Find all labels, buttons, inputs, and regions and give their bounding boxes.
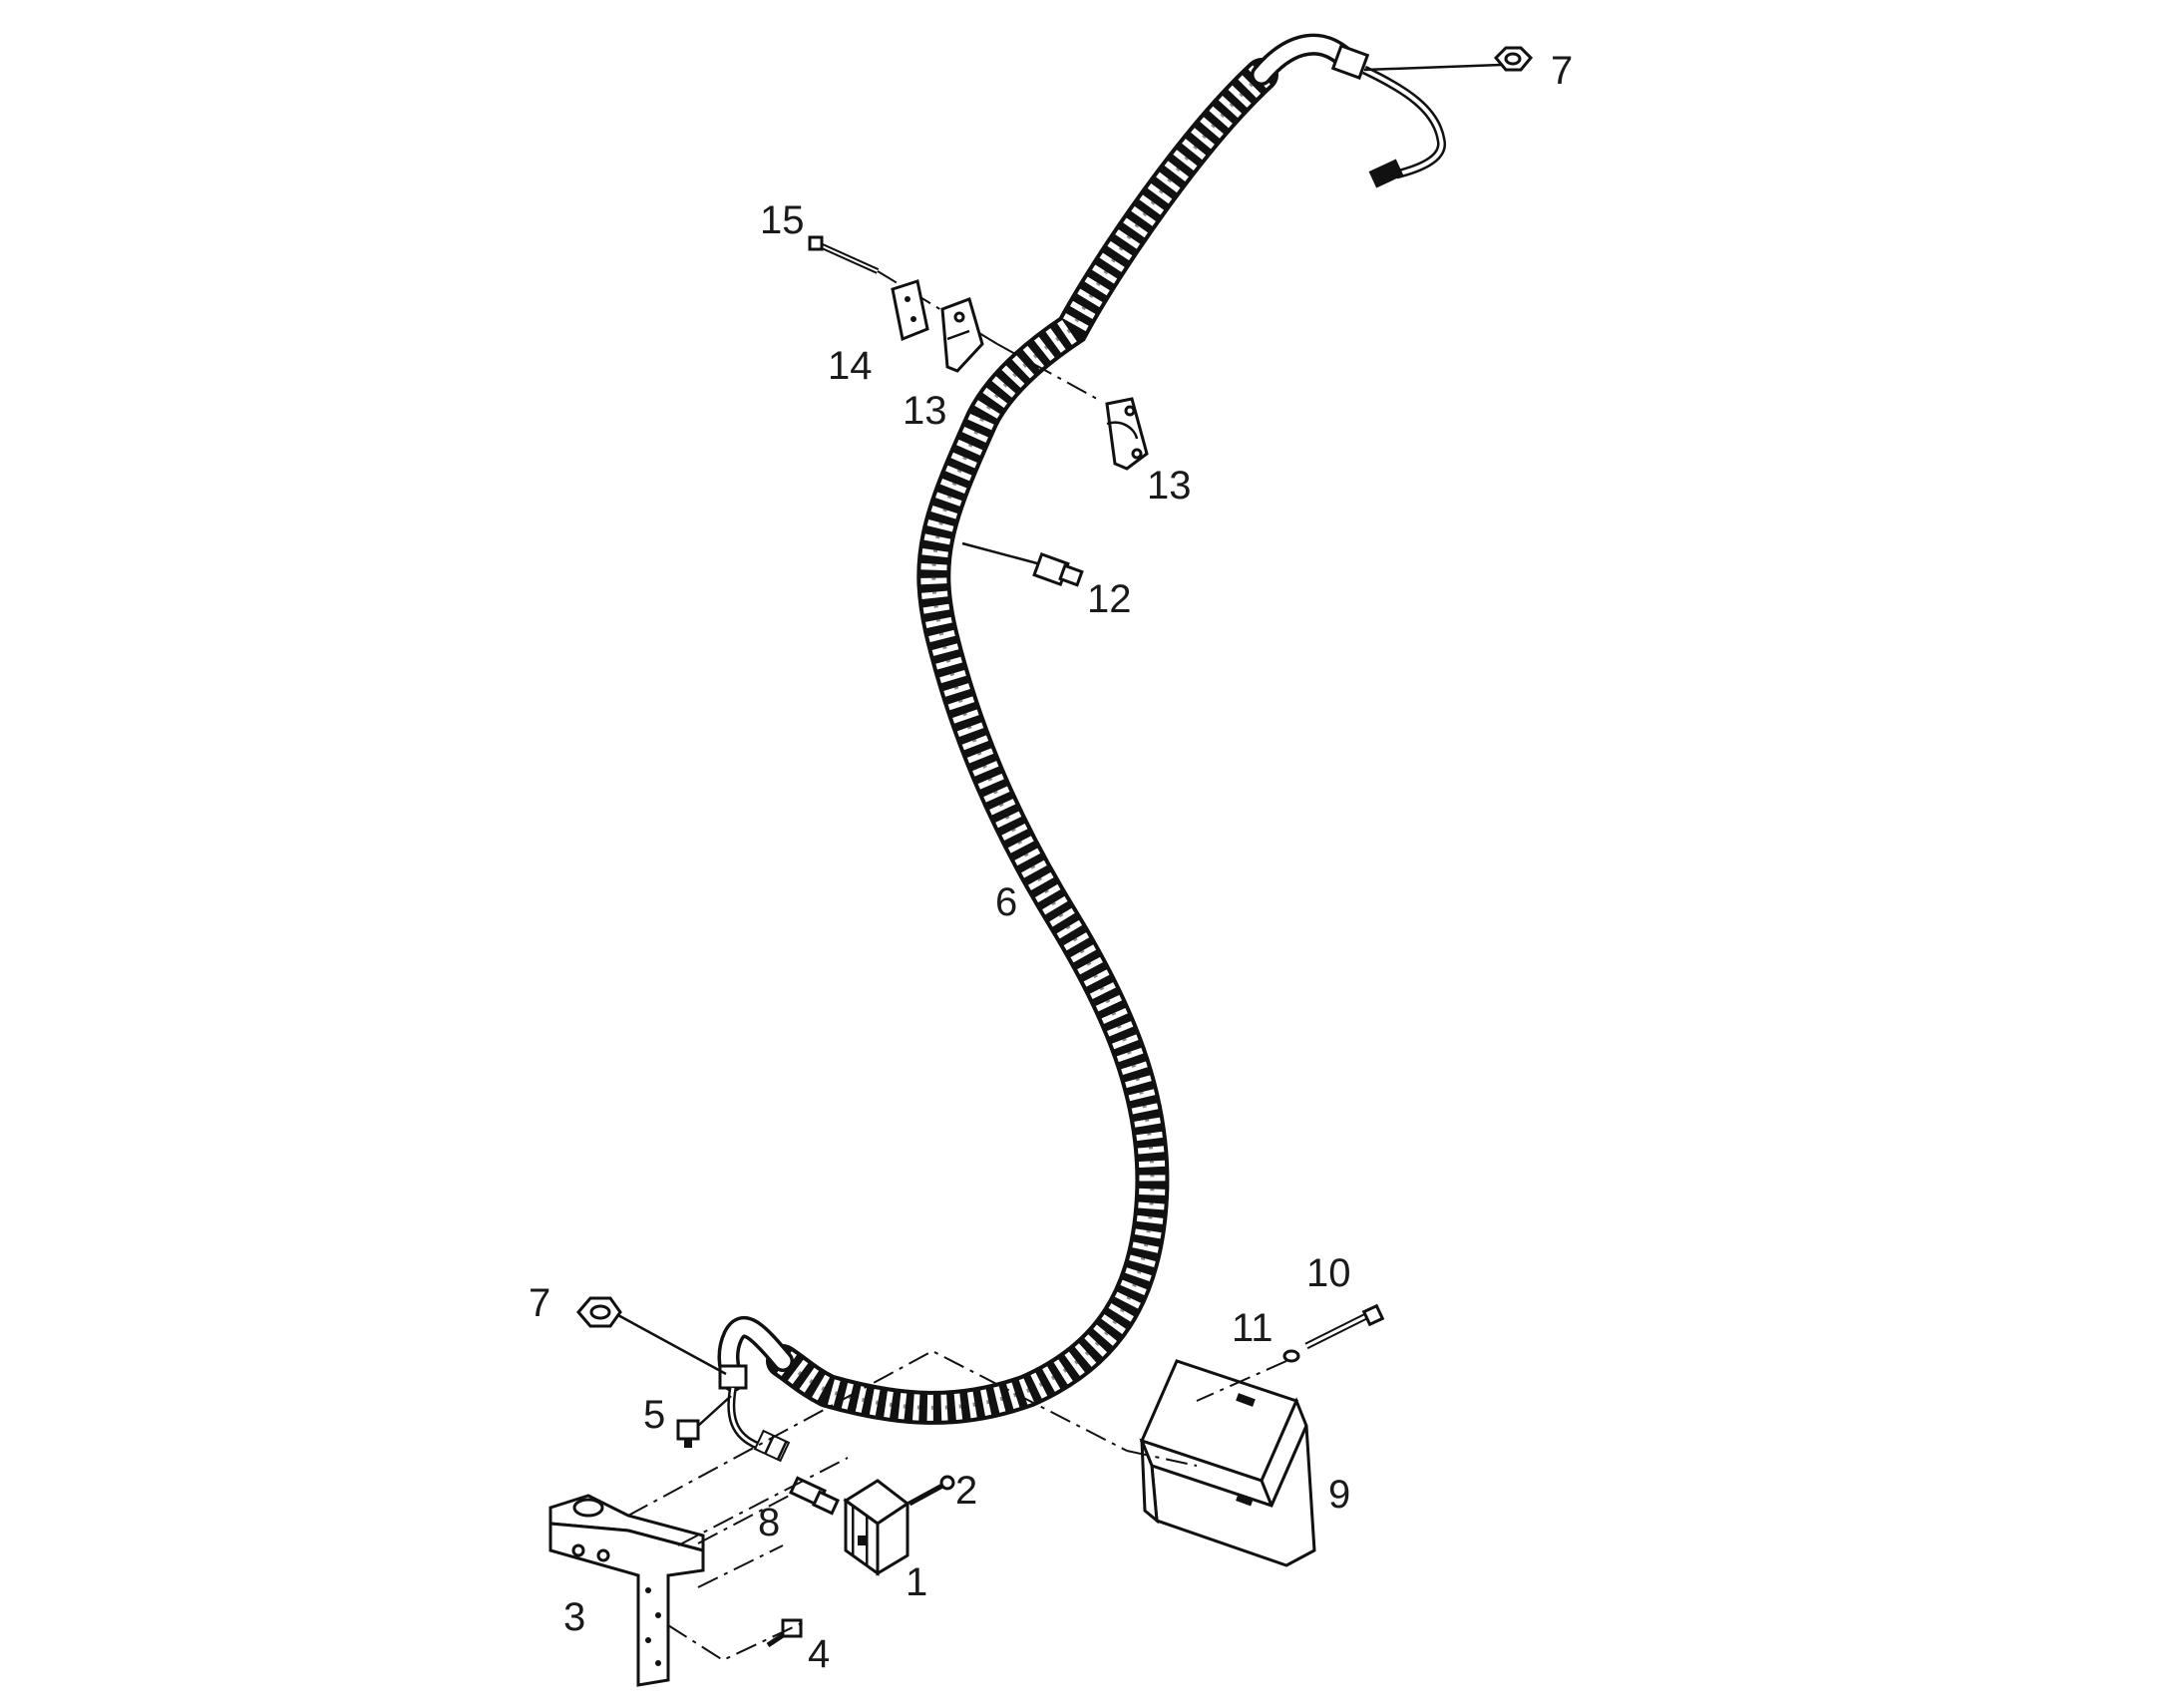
screw-5 [676,1395,732,1448]
top-hose-fitting [1251,33,1446,188]
fitting-12 [961,541,1084,587]
label-10: 10 [1306,1251,1351,1295]
cover-9 [1139,1359,1316,1567]
bottom-hose-fitting [717,1316,794,1463]
label-7-bottom: 7 [529,1281,550,1325]
assembly-lines [627,1349,1198,1662]
connector-block-1 [843,1479,910,1576]
label-5: 5 [643,1393,665,1437]
label-4: 4 [808,1632,830,1676]
label-13-left: 13 [903,389,947,433]
nut-bottom [576,1296,727,1376]
label-6: 6 [995,880,1017,924]
label-1: 1 [906,1560,927,1604]
clamp-13-left [940,297,984,373]
screw-2 [908,1475,955,1507]
label-14: 14 [828,344,873,388]
label-7-top: 7 [1551,49,1573,93]
label-8: 8 [758,1501,780,1544]
nut-top [1363,46,1534,72]
clamp-13-right [996,343,1149,471]
label-15: 15 [760,198,805,242]
corrugated-hose [766,58,1278,1425]
label-12: 12 [1087,577,1132,621]
label-11: 11 [1232,1306,1273,1350]
label-9: 9 [1328,1473,1350,1517]
label-13-right: 13 [1147,464,1192,508]
label-2: 2 [955,1469,977,1513]
bracket-3 [548,1494,705,1687]
plate-14 [891,279,929,342]
bolt-15 [808,235,998,345]
screw-4 [766,1618,803,1648]
bolt-10 [1304,1303,1385,1350]
label-3: 3 [563,1595,585,1639]
washer-11 [1196,1349,1300,1402]
